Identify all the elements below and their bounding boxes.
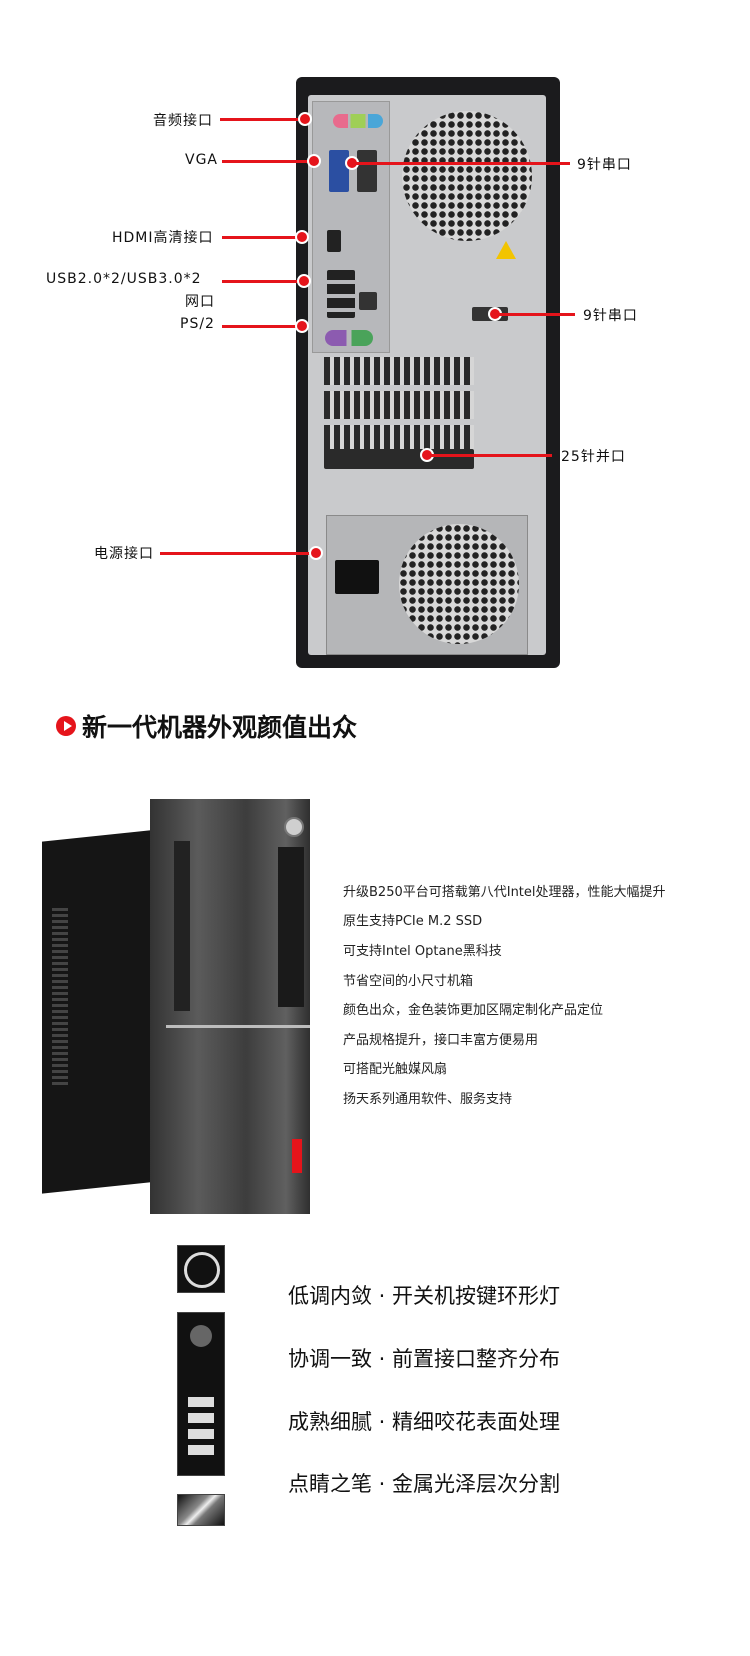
- design-point: 点睛之笔 · 金属光泽层次分割: [288, 1472, 561, 1496]
- expansion-slot: [324, 425, 474, 453]
- feature-item: 颜色出众，金色装饰更加区隔定制化产品定位: [343, 1003, 604, 1018]
- design-point: 低调内敛 · 开关机按键环形灯: [288, 1284, 561, 1308]
- warning-icon: [496, 241, 516, 259]
- divider-strip: [166, 1025, 310, 1028]
- hdmi-callout-line: [222, 236, 302, 239]
- ps2-callout-line: [222, 325, 302, 328]
- metal-finish-thumbnail: [177, 1494, 225, 1526]
- psu-fan-grille: [399, 524, 519, 644]
- audio-jacks: [333, 114, 383, 128]
- expansion-slot: [324, 357, 474, 385]
- vga-port-label: VGA: [185, 152, 219, 168]
- rear-chassis: [308, 95, 546, 655]
- vga-port: [329, 150, 349, 192]
- front-usb-icon: [188, 1397, 214, 1457]
- serial-port-top-label: 9针串口: [577, 157, 632, 173]
- audio-callout-line: [220, 118, 305, 121]
- feature-item: 可搭配光触媒风扇: [343, 1062, 448, 1077]
- usb-ports: [327, 270, 355, 318]
- design-point: 协调一致 · 前置接口整齐分布: [288, 1347, 561, 1371]
- parallel-callout-line: [427, 454, 552, 457]
- feature-item: 扬天系列通用软件、服务支持: [343, 1092, 513, 1107]
- audio-callout-dot: [298, 112, 312, 126]
- design-point: 成熟细腻 · 精细咬花表面处理: [288, 1410, 561, 1434]
- power-callout-line: [160, 552, 316, 555]
- side-vent: [52, 908, 68, 1088]
- serial-port-lower-label: 9针串口: [583, 308, 638, 324]
- usb-callout-line: [222, 280, 304, 283]
- feature-item: 节省空间的小尺寸机箱: [343, 974, 474, 989]
- vga-callout-line: [222, 160, 314, 163]
- feature-item: 升级B250平台可搭载第八代Intel处理器，性能大幅提升: [343, 885, 666, 900]
- feature-item: 原生支持PCIe M.2 SSD: [343, 914, 483, 929]
- rear-panel-image: [296, 77, 560, 668]
- ps2-ports: [325, 330, 373, 346]
- power-ring-icon: [184, 1252, 220, 1288]
- hdmi-port: [327, 230, 341, 252]
- tower-front-panel: [150, 799, 310, 1214]
- ethernet-port: [359, 292, 377, 310]
- serial-top-callout-line: [352, 162, 570, 165]
- front-io-thumbnail: [177, 1312, 225, 1476]
- power-ring-thumbnail: [177, 1245, 225, 1293]
- audio-port-label: 音频接口: [153, 113, 213, 129]
- power-socket: [335, 560, 379, 594]
- parallel-port-label: 25针并口: [561, 449, 626, 465]
- feature-item: 产品规格提升，接口丰富方便易用: [343, 1033, 539, 1048]
- power-supply: [326, 515, 528, 655]
- front-io-bay: [278, 847, 304, 1007]
- parallel-port: [324, 449, 474, 469]
- power-callout-dot: [309, 546, 323, 560]
- power-button-icon: [284, 817, 304, 837]
- power-port-label: 电源接口: [94, 546, 154, 562]
- top-fan-grille: [402, 111, 532, 241]
- serial-lower-callout-line: [495, 313, 575, 316]
- optical-drive-bay: [174, 841, 190, 1011]
- expansion-slot: [324, 391, 474, 419]
- section-title: 新一代机器外观颜值出众: [82, 713, 358, 742]
- feature-item: 可支持Intel Optane黑科技: [343, 944, 502, 959]
- usb-port-label: USB2.0*2/USB3.0*2: [46, 271, 202, 287]
- serial-port-top: [357, 150, 377, 192]
- front-button-icon: [190, 1325, 212, 1347]
- lan-port-label: 网口: [185, 294, 215, 310]
- io-shield: [312, 101, 390, 353]
- hdmi-port-label: HDMI高清接口: [112, 230, 214, 246]
- ps2-port-label: PS/2: [180, 316, 215, 332]
- vga-callout-dot: [307, 154, 321, 168]
- hdmi-callout-dot: [295, 230, 309, 244]
- usb-callout-dot: [297, 274, 311, 288]
- ps2-callout-dot: [295, 319, 309, 333]
- lenovo-badge: [292, 1139, 302, 1173]
- play-circle-icon: [56, 716, 76, 736]
